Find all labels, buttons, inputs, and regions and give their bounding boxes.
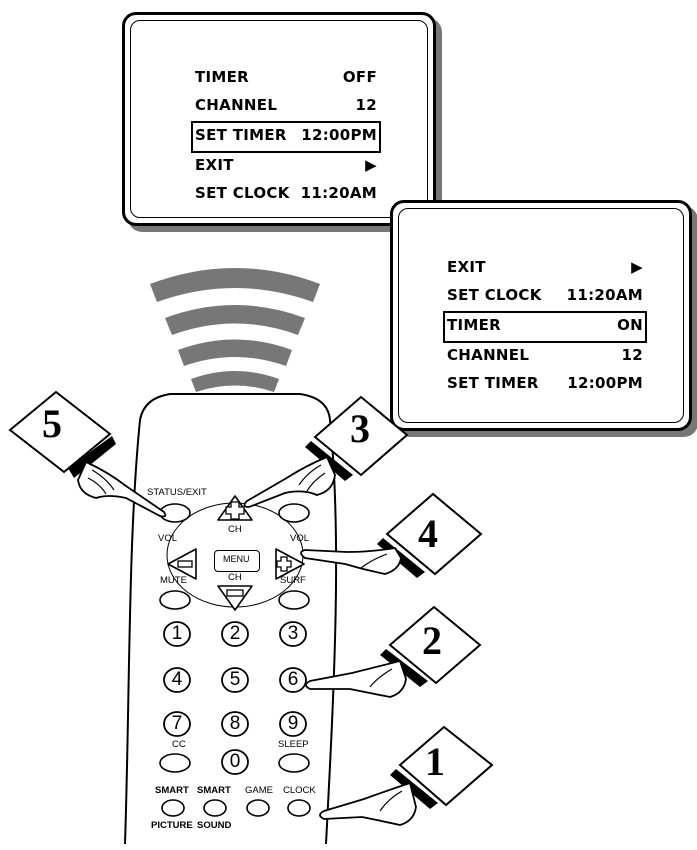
- channel-up-button[interactable]: [216, 494, 254, 522]
- digit-label: 7: [171, 713, 183, 734]
- mute-button[interactable]: [158, 589, 192, 611]
- smart-picture-button[interactable]: [160, 798, 186, 818]
- digit-label: 1: [171, 623, 183, 644]
- step-1-number: 1: [425, 739, 445, 784]
- menu-label: SET TIMER: [447, 374, 539, 392]
- menu-label: SET CLOCK: [447, 286, 542, 304]
- blank-button[interactable]: [277, 502, 311, 524]
- menu-row-exit: EXIT ▶: [443, 255, 647, 283]
- menu-label: MENU: [223, 554, 250, 564]
- pointing-hand-icon: [305, 605, 482, 698]
- digit-label: 0: [229, 751, 241, 772]
- digit-button-4[interactable]: 4: [162, 666, 192, 694]
- menu-value: 12: [621, 346, 643, 364]
- menu-value: OFF: [342, 68, 377, 86]
- menu-label: CHANNEL: [447, 346, 530, 364]
- smart-sound-label-top: SMART: [197, 785, 231, 796]
- channel-up-label: CH: [228, 524, 242, 535]
- menu-row-timer-selected: TIMER ON: [443, 311, 647, 343]
- menu-value: 12:00PM: [301, 126, 377, 144]
- menu-row-set-timer-selected: SET TIMER 12:00PM: [191, 121, 381, 153]
- smart-sound-button[interactable]: [202, 798, 228, 818]
- sleep-button[interactable]: [277, 752, 311, 774]
- digit-button-0[interactable]: 0: [220, 748, 250, 776]
- digit-button-2[interactable]: 2: [220, 620, 250, 648]
- screen-2-bezel: [398, 208, 684, 423]
- step-5-number: 5: [42, 401, 62, 446]
- step-2-number: 2: [422, 618, 442, 663]
- digit-button-1[interactable]: 1: [162, 620, 192, 648]
- volume-right-label: VOL: [290, 533, 310, 544]
- volume-up-button[interactable]: [274, 547, 306, 581]
- sleep-label: SLEEP: [278, 739, 309, 750]
- arrow-right-icon: ▶: [631, 258, 643, 276]
- digit-button-3[interactable]: 3: [278, 620, 308, 648]
- menu-label: CHANNEL: [195, 96, 278, 114]
- menu-row-channel: CHANNEL 12: [443, 343, 647, 371]
- digit-label: 4: [171, 669, 183, 690]
- menu-label: TIMER: [195, 68, 250, 86]
- digit-label: 8: [229, 713, 241, 734]
- channel-down-label: CH: [228, 572, 242, 583]
- digit-button-9[interactable]: 9: [278, 710, 308, 738]
- tv-screen-1: TIMER OFF CHANNEL 12 SET TIMER 12:00PM E…: [122, 12, 436, 226]
- digit-button-5[interactable]: 5: [220, 666, 250, 694]
- surf-button[interactable]: [277, 589, 311, 611]
- menu-value: ON: [617, 316, 643, 334]
- smart-picture-label-top: SMART: [155, 785, 189, 796]
- digit-label: 9: [287, 713, 299, 734]
- smart-picture-label-bottom: PICTURE: [151, 820, 193, 831]
- menu-label: SET CLOCK: [195, 184, 290, 202]
- menu-value: 12: [355, 96, 377, 114]
- digit-label: 3: [287, 623, 299, 644]
- pointing-hand-icon: [300, 492, 483, 578]
- channel-down-button[interactable]: [216, 584, 254, 612]
- status-exit-label: STATUS/EXIT: [147, 487, 207, 498]
- digit-button-6[interactable]: 6: [278, 666, 308, 694]
- menu-row-set-timer: SET TIMER 12:00PM: [443, 371, 647, 399]
- menu-label: EXIT: [447, 258, 486, 276]
- screen-2-menu: EXIT ▶ SET CLOCK 11:20AM TIMER ON CHANNE…: [443, 255, 647, 399]
- pointing-hand-icon: [319, 725, 494, 826]
- cc-label: CC: [172, 739, 186, 750]
- menu-label: EXIT: [195, 156, 234, 174]
- smart-sound-label-bottom: SOUND: [197, 820, 232, 831]
- screen-1-bezel: [130, 20, 428, 218]
- pointing-hand-icon: [8, 390, 167, 518]
- volume-down-button[interactable]: [166, 547, 198, 581]
- game-button[interactable]: [245, 798, 271, 818]
- menu-row-set-clock: SET CLOCK 11:20AM: [443, 283, 647, 311]
- arrow-right-icon: ▶: [365, 156, 377, 174]
- tv-screen-2: EXIT ▶ SET CLOCK 11:20AM TIMER ON CHANNE…: [390, 200, 692, 431]
- menu-value: 12:00PM: [567, 374, 643, 392]
- menu-value: 11:20AM: [300, 184, 377, 202]
- pointing-hand-icon: [243, 395, 409, 508]
- menu-button[interactable]: MENU: [214, 550, 260, 572]
- cc-button[interactable]: [158, 752, 192, 774]
- mute-label: MUTE: [160, 575, 187, 586]
- surf-label: SURF: [280, 575, 306, 586]
- digit-label: 2: [229, 623, 241, 644]
- menu-row-channel: CHANNEL 12: [191, 93, 381, 121]
- clock-label: CLOCK: [283, 785, 316, 796]
- screen-1-menu: TIMER OFF CHANNEL 12 SET TIMER 12:00PM E…: [191, 65, 381, 209]
- menu-value: 11:20AM: [566, 286, 643, 304]
- game-label: GAME: [245, 785, 273, 796]
- digit-button-8[interactable]: 8: [220, 710, 250, 738]
- signal-waves-icon: [150, 268, 320, 392]
- menu-label: SET TIMER: [195, 126, 287, 144]
- menu-row-exit: EXIT ▶: [191, 153, 381, 181]
- clock-button[interactable]: [286, 798, 312, 818]
- digit-label: 6: [287, 669, 299, 690]
- menu-row-set-clock: SET CLOCK 11:20AM: [191, 181, 381, 209]
- step-4-number: 4: [418, 511, 438, 556]
- menu-label: TIMER: [447, 316, 502, 334]
- digit-button-7[interactable]: 7: [162, 710, 192, 738]
- volume-left-label: VOL: [158, 533, 178, 544]
- menu-row-timer: TIMER OFF: [191, 65, 381, 93]
- step-3-number: 3: [350, 406, 370, 451]
- digit-label: 5: [229, 669, 241, 690]
